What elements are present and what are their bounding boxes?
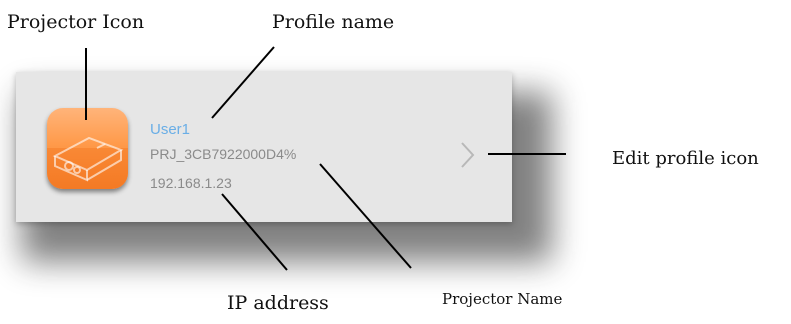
- projector-name-text: PRJ_3CB7922000D4%: [150, 146, 297, 162]
- ip-address-label: IP address: [227, 292, 329, 314]
- ip-address-pointer: [221, 193, 288, 271]
- ip-address-text: 192.168.1.23: [150, 175, 232, 191]
- chevron-right-icon[interactable]: [458, 140, 476, 170]
- profile-name-text: User1: [150, 121, 191, 138]
- projector-name-pointer: [319, 163, 412, 269]
- projector-icon: [47, 108, 128, 189]
- profile-name-label: Profile name: [272, 11, 395, 33]
- projector-icon-label: Projector Icon: [7, 11, 145, 33]
- profile-name-pointer: [211, 46, 275, 119]
- edit-profile-icon-label: Edit profile icon: [612, 148, 759, 169]
- projector-name-label: Projector Name: [442, 290, 563, 308]
